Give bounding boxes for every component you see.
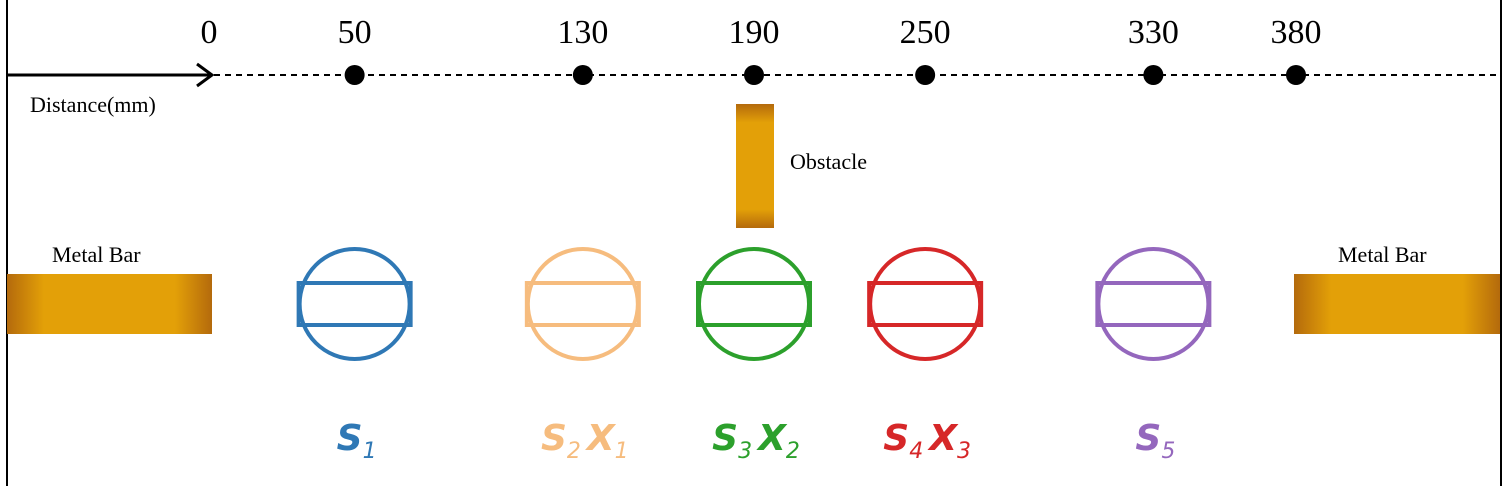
axis-label: Distance(mm) [30, 92, 156, 117]
obstacle-label: Obstacle [790, 149, 867, 174]
tick-label-130: 130 [557, 14, 609, 51]
sensor-5-icon [1095, 247, 1212, 361]
obstacle-block [736, 104, 774, 228]
tick-dot-330 [1143, 65, 1164, 85]
sensor-3-icon [696, 247, 812, 361]
tick-label-50: 50 [337, 14, 372, 51]
metal-bar-left [7, 274, 212, 334]
sensor-4-icon [867, 247, 984, 361]
tick-dot-190 [744, 65, 764, 85]
sensor-1-label: S1 [336, 418, 377, 464]
axis-arrowhead [196, 62, 215, 88]
tick-dot-250 [915, 65, 936, 85]
tick-dot-50 [344, 65, 365, 85]
sensor-5-label: S5 [1135, 418, 1176, 464]
metal-bar-left-label: Metal Bar [52, 242, 141, 267]
tick-label-190: 190 [728, 14, 780, 51]
left-boundary-line [6, 0, 8, 486]
tick-label-250: 250 [899, 14, 951, 51]
metal-bar-right [1294, 274, 1500, 334]
metal-bar-right-label: Metal Bar [1338, 242, 1427, 267]
tick-dot-380 [1286, 65, 1306, 85]
sensor-2-icon [524, 247, 641, 361]
tick-dot-130 [572, 65, 593, 85]
tick-label-0: 0 [200, 14, 218, 51]
tick-label-330: 330 [1127, 14, 1179, 51]
right-boundary-line [1500, 0, 1502, 486]
tick-label-380: 380 [1270, 14, 1322, 51]
sensor-1-icon [296, 247, 413, 361]
